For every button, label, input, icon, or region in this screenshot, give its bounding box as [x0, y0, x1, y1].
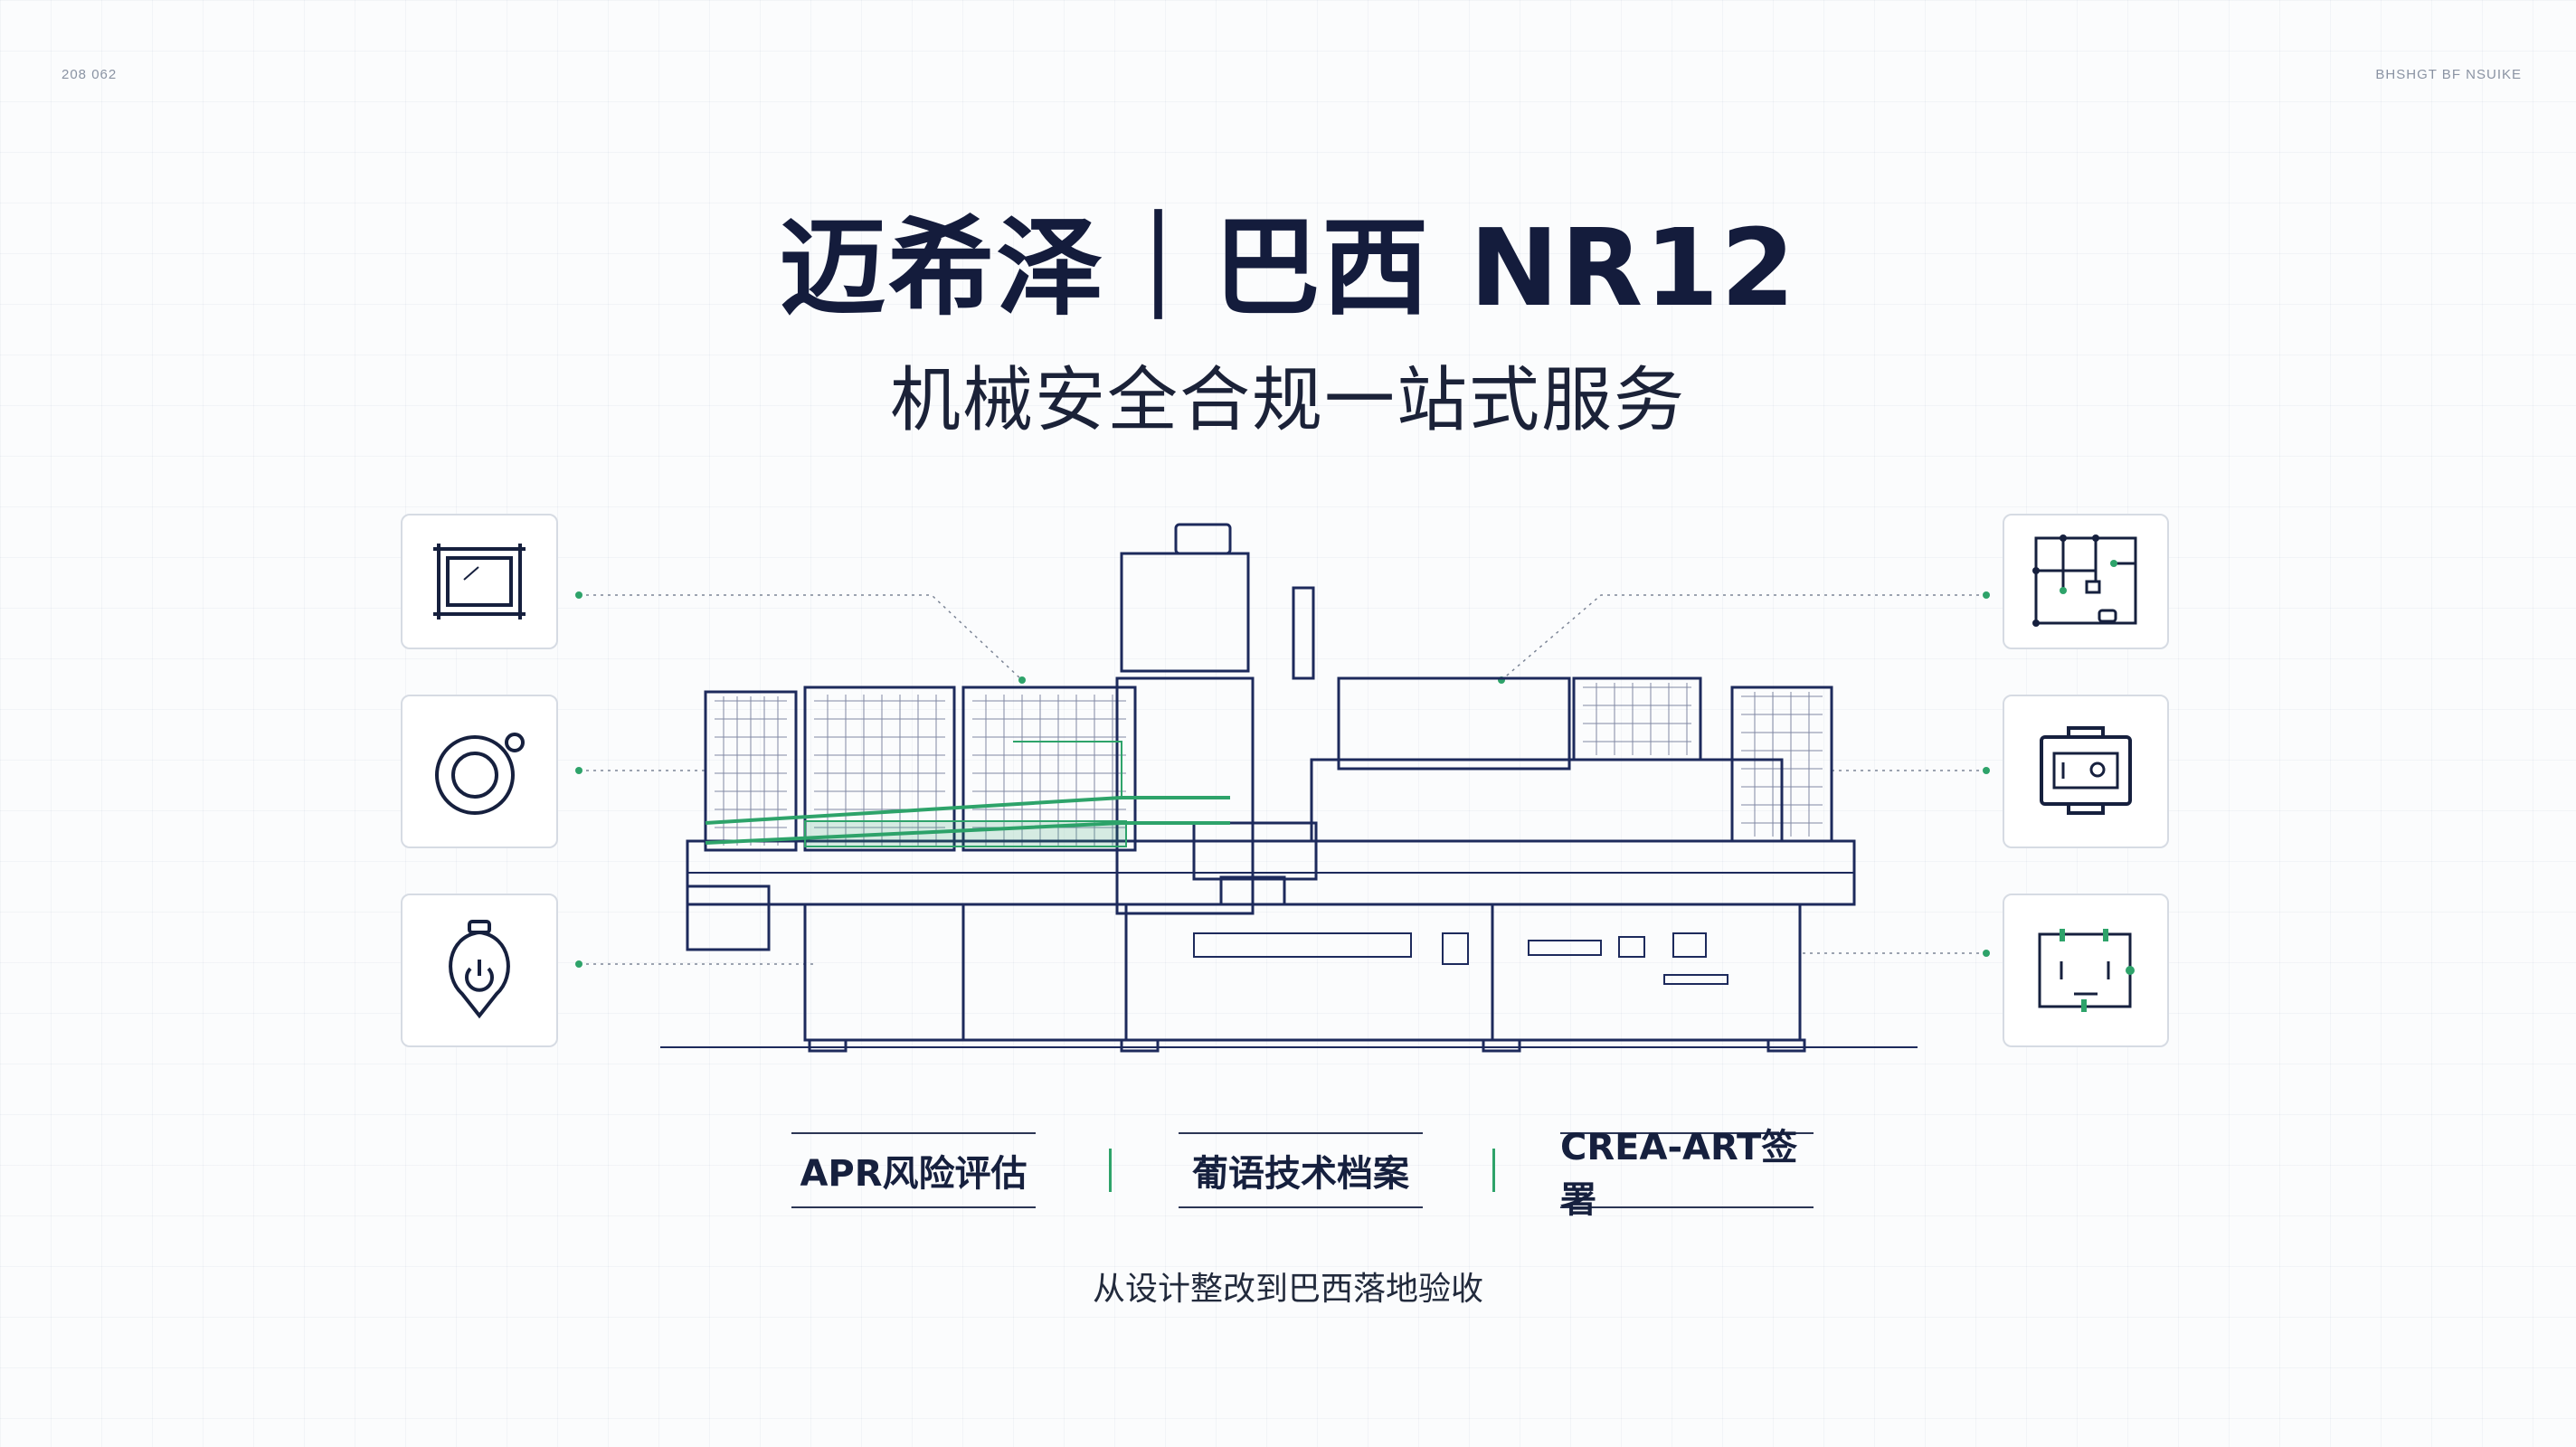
power-lockout-icon-card — [401, 894, 558, 1047]
service-tag-crea-art: CREA-ART签署 — [1560, 1127, 1814, 1221]
circuit-diagram-icon-card — [2003, 514, 2169, 649]
cnc-machine-illustration — [660, 523, 1918, 1053]
wiring-schematic-icon-card — [2003, 894, 2169, 1047]
tag-separator — [1492, 1149, 1495, 1192]
service-tags: APR风险评估 葡语技术档案 CREA-ART签署 — [0, 1127, 2576, 1221]
emergency-button-icon — [435, 733, 525, 815]
tag-separator — [1109, 1149, 1112, 1192]
footer-tagline: 从设计整改到巴西落地验收 — [1092, 1271, 1483, 1308]
service-tag-portuguese-docs: 葡语技术档案 — [1179, 1132, 1423, 1208]
circuit-diagram-icon — [2032, 534, 2137, 627]
power-lockout-icon — [449, 920, 510, 1019]
control-panel-icon-card — [2003, 695, 2169, 848]
emergency-button-icon-card — [401, 695, 558, 848]
service-tag-apr: APR风险评估 — [791, 1132, 1036, 1208]
page-subtitle: 机械安全合规一站式服务 — [889, 360, 1686, 441]
corner-code-left: 208 062 — [62, 67, 118, 82]
guard-window-icon-card — [401, 514, 558, 649]
page-title: 迈希泽｜巴西 NR12 — [779, 205, 1797, 330]
guard-window-icon — [433, 544, 526, 619]
control-panel-icon — [2040, 726, 2132, 815]
wiring-schematic-icon — [2038, 929, 2135, 1012]
corner-code-right: BHSHGT BF NSUIKE — [2375, 67, 2522, 82]
